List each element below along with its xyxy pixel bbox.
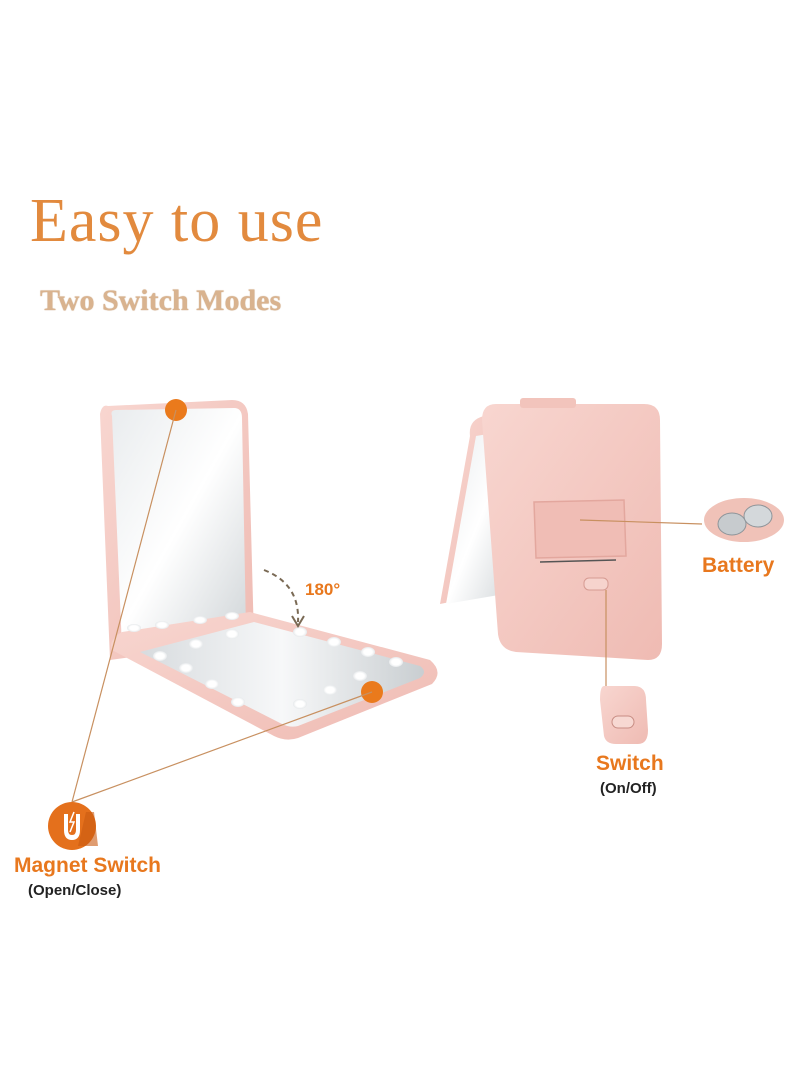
led-light — [389, 657, 403, 667]
led-light — [153, 651, 167, 661]
angle-label: 180° — [305, 580, 341, 599]
battery-label: Battery — [702, 554, 775, 577]
switch-sublabel: (On/Off) — [600, 780, 657, 797]
led-light — [127, 624, 141, 632]
led-light — [225, 612, 239, 620]
switch-label: Switch — [596, 752, 664, 775]
led-light — [205, 679, 219, 689]
left-mirror-base-glass — [140, 622, 424, 727]
led-light — [231, 697, 245, 707]
left-mirror-lid-glass — [111, 408, 246, 648]
led-light — [189, 639, 203, 649]
led-light — [323, 685, 337, 695]
battery-detail — [704, 498, 784, 542]
lid-led-row — [127, 612, 239, 632]
led-light — [155, 621, 169, 629]
page-subtitle: Two Switch Modes — [40, 284, 282, 317]
switch-detail — [600, 686, 648, 744]
led-light — [293, 627, 307, 637]
leader-line — [71, 691, 373, 803]
led-light — [327, 637, 341, 647]
battery-slot — [539, 559, 617, 563]
magnet-switch-label: Magnet Switch — [14, 854, 162, 877]
led-light — [193, 616, 207, 624]
leader-line — [71, 409, 177, 803]
right-mirror — [440, 398, 703, 690]
led-light — [179, 663, 193, 673]
angle-arc — [263, 569, 300, 623]
power-switch — [583, 577, 609, 591]
left-mirror — [71, 399, 438, 803]
led-light — [293, 699, 307, 709]
led-light — [353, 671, 367, 681]
led-light — [361, 647, 375, 657]
battery-cover — [533, 499, 627, 559]
base-led-ring — [153, 627, 403, 709]
magnet-switch-sublabel: (Open/Close) — [28, 882, 122, 899]
angle-arrow — [291, 615, 305, 628]
page-title: Easy to use — [30, 187, 324, 255]
hinge — [520, 398, 576, 408]
leader-line — [579, 519, 703, 525]
magnet-icon — [48, 802, 98, 850]
led-light — [225, 629, 239, 639]
